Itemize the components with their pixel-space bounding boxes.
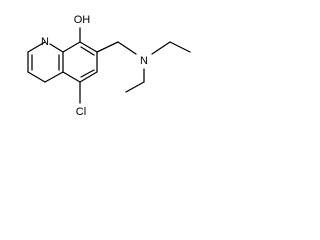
bond (62, 41, 81, 53)
bond (79, 41, 98, 53)
bond (117, 41, 137, 55)
bond (80, 46, 95, 56)
bond (79, 71, 98, 83)
chlorine-label: Cl (76, 106, 86, 118)
bond (151, 41, 171, 55)
ring-nitrogen-label: N (41, 36, 49, 48)
bond (44, 71, 64, 83)
chemical-structure: OH N N Cl (27, 14, 191, 118)
bond (80, 69, 95, 78)
amine-nitrogen-label: N (140, 55, 148, 67)
bond (49, 43, 64, 53)
bond (27, 71, 46, 83)
bond (125, 81, 145, 93)
bond (62, 71, 81, 83)
bond (96, 41, 119, 53)
bond (169, 41, 191, 53)
hydroxyl-label: OH (74, 14, 91, 26)
bond (27, 41, 46, 53)
